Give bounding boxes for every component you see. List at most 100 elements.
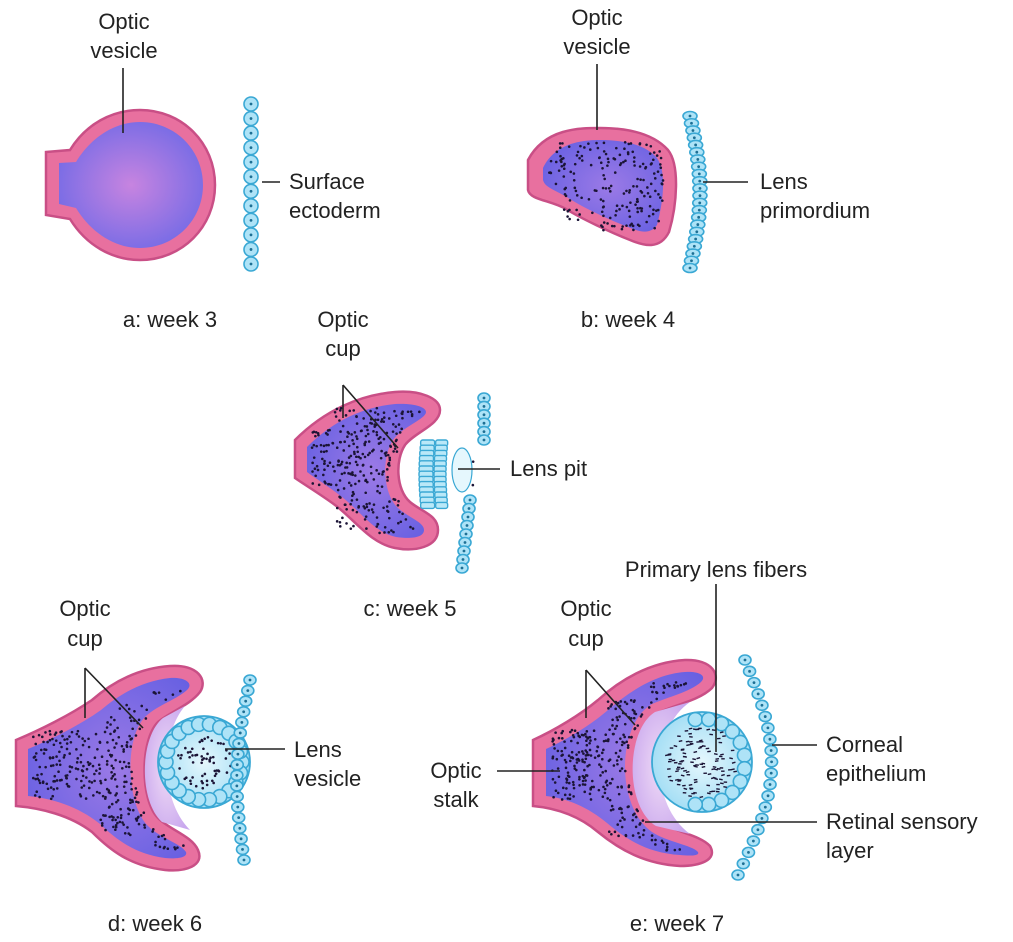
cell-dot [616,786,619,789]
fiber-mark [711,769,715,770]
cell-dot [58,760,61,763]
cell-dot [650,685,653,688]
cell-nucleus [692,252,695,255]
cell-dot [340,407,343,410]
cell-dot [382,506,385,509]
cell-dot [374,411,377,414]
cell-dot [60,746,63,749]
cell-dot [76,761,79,764]
cell-dot [623,736,626,739]
cell-dot [649,152,652,155]
label-primary-lens-fibers: Primary lens fibers [625,557,807,582]
cell-dot [311,482,314,485]
cell-dot [356,498,359,501]
cell-dot [383,416,386,419]
cell-dot [334,411,337,414]
cell-dot [82,765,85,768]
cell-dot [123,785,126,788]
cell-nucleus [694,238,697,241]
cell-dot [86,768,89,771]
cell-dot [655,698,658,701]
cell-dot [581,159,584,162]
cell-dot [381,418,384,421]
cell-dot [571,756,574,759]
cell-dot [639,822,642,825]
cell-dot [609,217,612,220]
cell-nucleus [692,129,695,132]
cell-dot [651,691,654,694]
cell-dot [356,422,359,425]
cell-dot [615,210,618,213]
cell-dot [663,686,666,689]
cell-dot [373,423,376,426]
cell-dot [396,450,399,453]
fiber-mark [713,767,717,768]
cell-dot [629,224,632,227]
cell-dot [569,731,572,734]
cell-dot [553,743,556,746]
cell-dot [625,190,628,193]
cell-nucleus [240,837,243,840]
cell-dot [585,735,588,738]
cell-nucleus [748,670,751,673]
cell-dot [621,204,624,207]
cell-dot [591,211,594,214]
cell-dot [205,757,208,760]
cell-dot [357,505,360,508]
cell-dot [355,455,358,458]
panel-a: Optic vesicle Surface ectoderm a: week 3 [46,9,381,332]
cell-dot [355,415,358,418]
cell-dot [661,183,664,186]
cell-dot [110,764,113,767]
fiber-mark [674,746,678,747]
cell-dot [606,797,609,800]
cell-dot [654,843,657,846]
cell-dot [399,520,402,523]
cell-dot [600,198,603,201]
cell-dot [131,727,134,730]
label-lens-pit: Lens pit [510,456,587,481]
cell-nucleus [242,710,245,713]
cell-dot [365,435,368,438]
cell-dot [397,522,400,525]
cell-dot [601,758,604,761]
cell-dot [42,741,45,744]
cell-dot [568,775,571,778]
cell-dot [575,209,578,212]
cell-dot [316,465,319,468]
cell-dot [626,703,629,706]
cell-dot [53,743,56,746]
cell-dot [565,195,568,198]
fiber-mark [690,788,694,789]
cell-dot [347,432,350,435]
fiber-mark [686,745,690,746]
cell-dot [111,803,114,806]
cell-dot [659,196,662,199]
label-lens-vesicle-2: vesicle [294,766,361,791]
cell-dot [608,187,611,190]
cell-nucleus [747,851,750,854]
cell-dot [622,161,625,164]
cell-dot [388,462,391,465]
cell-dot [392,450,395,453]
cell-dot [666,843,669,846]
cell-nucleus [237,816,240,819]
cell-dot [647,192,650,195]
cell-dot [610,185,613,188]
cell-dot [335,415,338,418]
cell-dot [587,142,590,145]
label-optic-vesicle-a-2: vesicle [90,38,157,63]
cell-dot [650,145,653,148]
cell-dot [211,779,214,782]
cell-dot [68,785,71,788]
cell-dot [607,158,610,161]
cell-dot [353,453,356,456]
cell-dot [606,784,609,787]
cell-dot [624,770,627,773]
cell-dot [648,215,651,218]
cell-dot [409,526,412,529]
cell-dot [603,150,606,153]
surface-ectoderm-a [244,97,258,271]
cell-dot [116,816,119,819]
cell-dot [82,744,85,747]
